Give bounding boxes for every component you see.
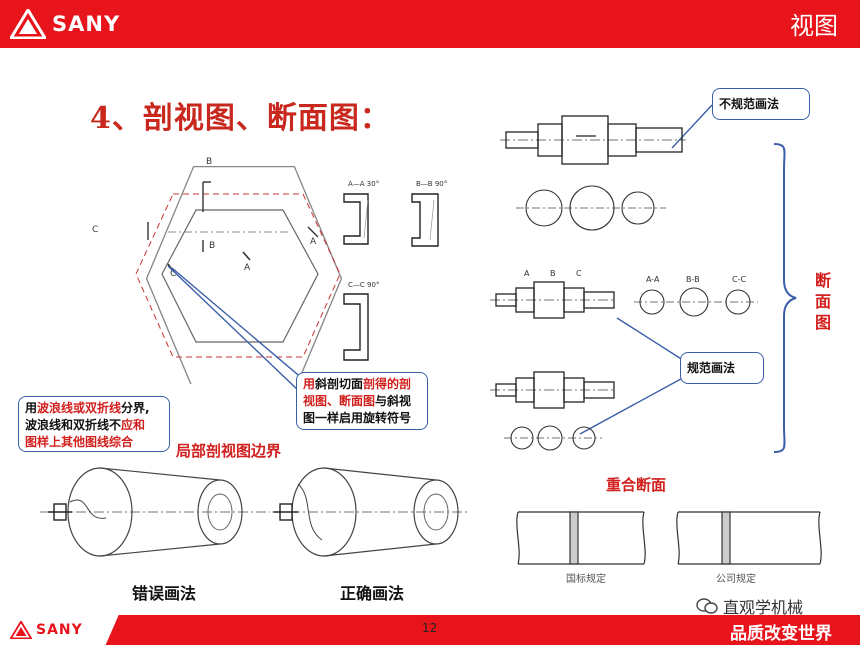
- hexagon-section-drawing: B B A A C C A—A 30° B—B 90° C—C 90°: [78, 152, 462, 384]
- header-title: 视图: [790, 12, 838, 40]
- callout-text: 分界,: [121, 401, 150, 415]
- mark-C-mid: C: [170, 269, 176, 279]
- callout-text: 与斜视: [375, 394, 412, 408]
- mark-C-left: C: [92, 225, 98, 235]
- mark-A-right: A: [310, 237, 317, 247]
- overlap-section-label: 重合断面: [606, 476, 667, 494]
- callout-text: 波浪线或双折线: [37, 401, 122, 415]
- wave-line-callout: 用波浪线或双折线分界, 波浪线和双折线不应和 图样上其他图线综合: [18, 396, 170, 452]
- callout-text: 斜剖切面: [315, 377, 364, 391]
- mark-C-shaft: C: [576, 269, 582, 278]
- wechat-icon: [696, 598, 718, 614]
- sec-label-AA: A—A 30°: [348, 180, 379, 188]
- section-char: 断: [814, 271, 831, 290]
- watermark: 直观学机械: [696, 594, 803, 618]
- section-drawing-label: 断 面 图: [812, 270, 834, 333]
- callout-text: 用: [303, 377, 316, 391]
- callout-text: 波浪线和双折线不: [25, 418, 122, 432]
- sany-logo: SANY: [10, 9, 120, 39]
- brand-name: SANY: [52, 12, 121, 36]
- footer-logo-panel: [0, 612, 120, 645]
- correct-method-label: 正确画法: [340, 584, 405, 603]
- footer-logo: SANY: [10, 621, 83, 639]
- callout-text: 用: [25, 401, 38, 415]
- partial-section-boundary-label: 局部剖视图边界: [176, 442, 282, 460]
- mark-B-mid: B: [209, 241, 215, 251]
- wrong-method-drawing: [40, 467, 270, 557]
- mark-B-shaft: B: [550, 269, 556, 278]
- section-char: 面: [814, 292, 831, 311]
- mark-A-shaft: A: [524, 269, 530, 278]
- mark-A-mid: A: [244, 263, 251, 273]
- sec-label-CC: C—C 90°: [348, 281, 379, 289]
- watermark-text: 直观学机械: [723, 598, 804, 617]
- company-standard-label: 公司规定: [716, 572, 756, 585]
- footer-brand: SANY: [36, 622, 83, 638]
- callout-text: 图样上其他图线综合: [25, 435, 134, 449]
- section-views-drawing: A B C A-A B-B C-C: [490, 115, 758, 451]
- page-title: 4、剖视图、断面图：: [90, 101, 391, 136]
- section-bracket: [773, 143, 797, 453]
- oblique-section-callout: 用斜剖切面剖得的剖 视图、断面图与斜视 图一样启用旋转符号: [296, 372, 428, 430]
- correct-method-drawing: [272, 467, 468, 557]
- sany-logo-icon: [10, 621, 32, 639]
- header-bar: SANY 视图: [0, 0, 860, 48]
- sec-label-BB: B—B 90°: [416, 180, 447, 188]
- callout-text: 视图、断面图: [303, 394, 376, 408]
- nonstandard-method-callout: 不规范画法: [712, 88, 810, 120]
- footer-bar: [0, 615, 860, 645]
- intl-standard-label: 国标规定: [566, 572, 606, 585]
- callout-text: 剖得的剖: [363, 377, 412, 391]
- sany-logo-icon: [10, 9, 46, 39]
- callout-text: 图一样启用旋转符号: [303, 411, 412, 425]
- mark-B-top: B: [206, 157, 212, 167]
- section-char: 图: [814, 313, 831, 332]
- mark-CC: C-C: [732, 275, 746, 284]
- page-number: 12: [422, 621, 438, 635]
- mark-BB: B-B: [686, 275, 700, 284]
- standard-method-callout: 规范画法: [680, 352, 764, 384]
- callout-text: 应和: [121, 418, 146, 432]
- wrong-method-label: 错误画法: [132, 584, 197, 603]
- slogan: 品质改变世界: [730, 624, 832, 644]
- mark-AA: A-A: [646, 275, 660, 284]
- overlap-section-drawing: 国标规定 公司规定: [516, 511, 822, 585]
